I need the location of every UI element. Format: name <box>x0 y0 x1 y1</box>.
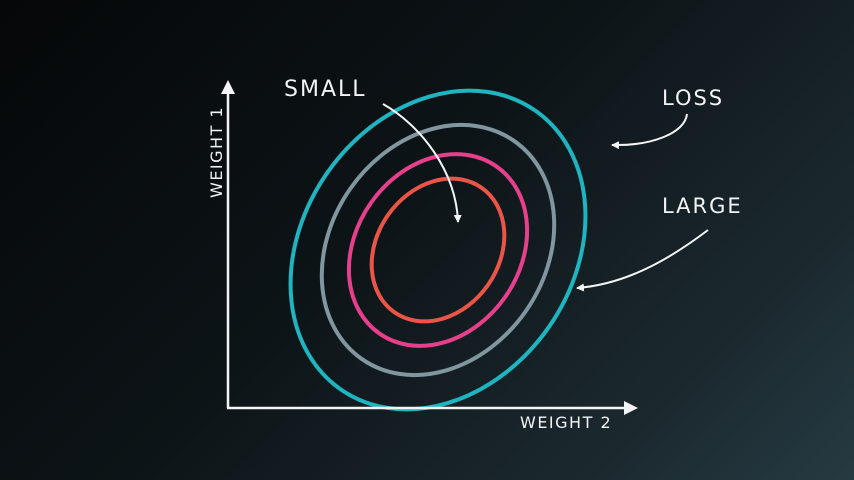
loss-label: LOSS <box>662 86 725 110</box>
contour-inner <box>369 176 507 324</box>
contour-group <box>288 88 588 412</box>
contour-third <box>346 152 530 348</box>
small-annotation-arrow <box>382 103 462 223</box>
large-annotation-arrow <box>576 229 709 292</box>
y-axis-arrowhead <box>221 80 235 94</box>
x-axis-label: WEIGHT 2 <box>520 413 613 432</box>
loss-annotation-arrow <box>611 113 688 150</box>
contour-outer <box>288 88 588 412</box>
x-axis-arrowhead <box>624 401 638 415</box>
small-label: SMALL <box>284 77 367 102</box>
contour-second <box>319 122 557 378</box>
y-axis-label: WEIGHT 1 <box>207 105 226 198</box>
large-label: LARGE <box>662 194 743 218</box>
